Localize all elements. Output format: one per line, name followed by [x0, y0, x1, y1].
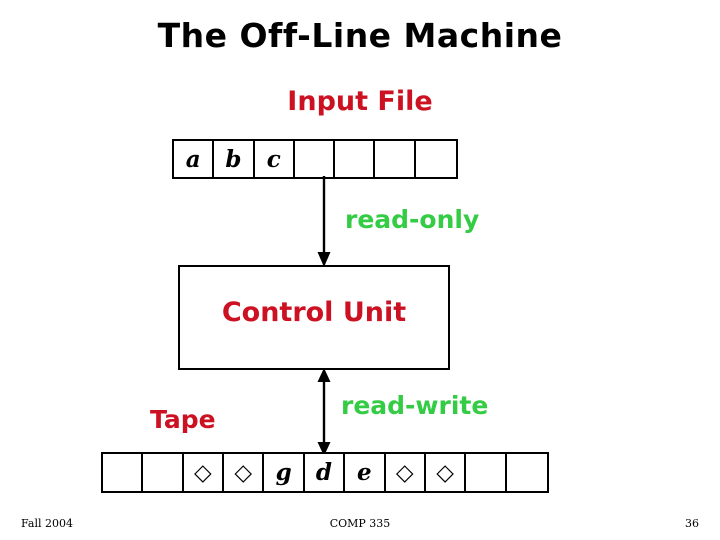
- input-tape-cell: [416, 141, 456, 177]
- input-tape-cell: [335, 141, 376, 177]
- work-tape: ◇ ◇ g d e ◇ ◇: [101, 452, 549, 493]
- input-tape-cell: [295, 141, 336, 177]
- footer-page-number: 36: [685, 517, 699, 530]
- control-unit-box: [178, 265, 450, 370]
- work-tape-cell: [466, 454, 507, 491]
- input-file-label: Input File: [287, 86, 433, 117]
- work-tape-cell: ◇: [184, 454, 225, 491]
- work-tape-cell: g: [264, 454, 305, 491]
- control-unit-label: Control Unit: [221, 297, 407, 328]
- read-write-arrow-icon: [317, 368, 331, 456]
- tape-label: Tape: [150, 405, 216, 434]
- input-tape-cell: b: [214, 141, 255, 177]
- footer-course: COMP 335: [329, 517, 391, 530]
- read-only-label: read-only: [345, 205, 480, 234]
- read-only-arrow-icon: [317, 176, 331, 267]
- input-file-tape: a b c: [172, 139, 458, 179]
- work-tape-cell: d: [305, 454, 346, 491]
- work-tape-cell: ◇: [224, 454, 265, 491]
- footer-term: Fall 2004: [21, 517, 73, 530]
- input-tape-cell: c: [255, 141, 295, 177]
- input-tape-cell: a: [174, 141, 215, 177]
- work-tape-cell: [143, 454, 184, 491]
- input-tape-cell: [375, 141, 416, 177]
- work-tape-cell: ◇: [386, 454, 426, 491]
- work-tape-cell: ◇: [426, 454, 467, 491]
- page-title: The Off-Line Machine: [157, 16, 563, 55]
- read-write-label: read-write: [341, 391, 489, 420]
- work-tape-cell: e: [345, 454, 386, 491]
- work-tape-cell: [103, 454, 144, 491]
- work-tape-cell: [507, 454, 547, 491]
